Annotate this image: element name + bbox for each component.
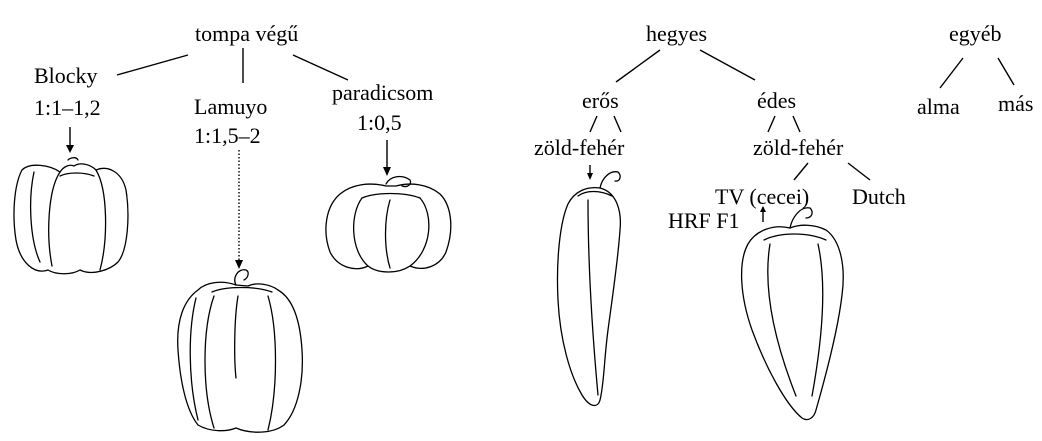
lamuyo-name: Lamuyo [194,96,267,118]
sweet-name: édes [757,90,796,112]
hot-name: erős [582,90,619,112]
connector-hot-color-left [590,116,597,132]
connector-pointed-hot [616,50,660,82]
connector-blunt-tomato [293,55,348,80]
other-misc: más [998,93,1033,115]
blocky-pepper-drawing [14,158,128,274]
sweet-tv: TV (cecei) [715,186,809,208]
tomato-pepper-drawing [326,177,451,272]
connector-sweet-tv [794,163,808,180]
connector-blunt-blocky [117,55,188,75]
sweet-dutch: Dutch [852,186,906,208]
sweet-color: zöld-fehér [753,137,843,159]
connector-hot-color-right [614,116,621,132]
lamuyo-ratio: 1:1,5–2 [194,125,261,147]
blunt-title: tompa végű [195,23,298,45]
connector-pointed-sweet [700,50,755,80]
sweet-pepper-drawing [742,208,844,420]
tomato-name: paradicsom [332,82,433,104]
other-title: egyéb [949,23,1002,45]
hot-pepper-drawing [557,172,620,406]
hot-color: zöld-fehér [534,137,624,159]
lamuyo-pepper-drawing [178,270,303,432]
sweet-hrf: HRF F1 [668,210,740,232]
other-apple: alma [917,96,960,118]
blocky-ratio: 1:1–1,2 [34,97,101,119]
connector-sweet-color-right [793,116,800,132]
blocky-name: Blocky [34,65,98,87]
connector-other-apple [940,58,963,88]
connector-other-misc [998,58,1014,85]
connector-sweet-color-left [768,116,775,132]
connector-sweet-dutch [848,163,870,180]
tomato-ratio: 1:0,5 [357,112,402,134]
pointed-title: hegyes [646,23,707,45]
